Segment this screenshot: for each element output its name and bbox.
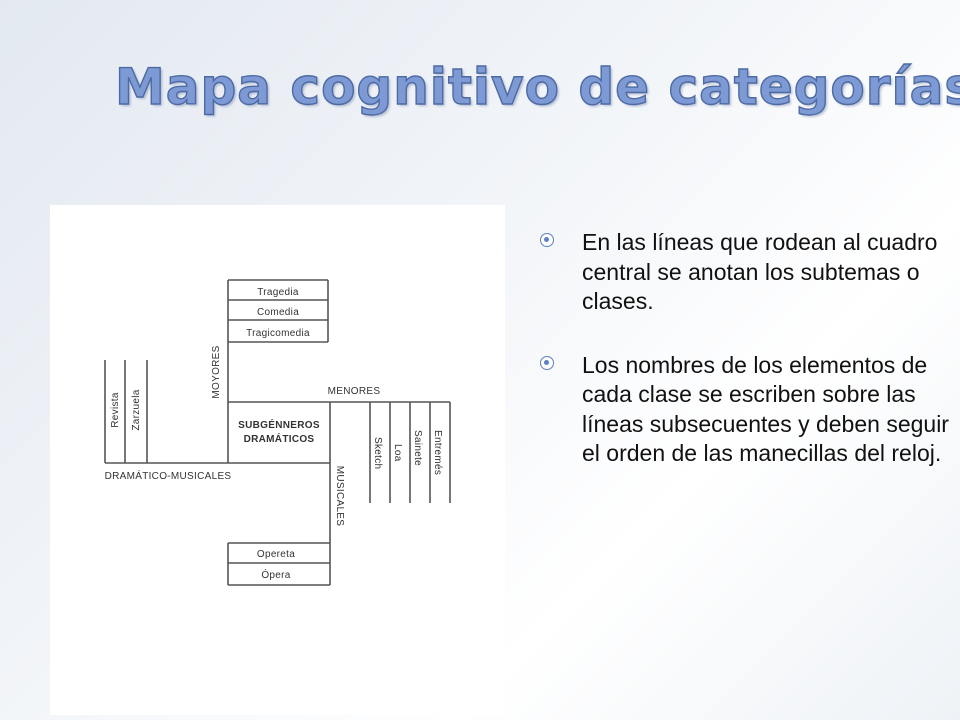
top-item-tragedia: Tragedia [257,287,299,298]
top-item-comedia: Comedia [257,307,299,318]
bottom-branch-lines [227,542,330,586]
circled-dot-icon [540,233,554,247]
category-map-diagram: SUBGÉNNEROS DRAMÁTICOS Tragedia Comedia … [50,205,505,715]
right-item-sainete: Sainete [412,430,423,466]
right-item-entremes: Entremés [432,430,443,475]
top-branch-lines [228,279,329,343]
center-box [227,280,331,585]
right-branch-lines [330,401,451,503]
bottom-category-label: MUSICALES [334,466,345,527]
left-branch-lines [104,360,228,464]
top-category-label: MOYORES [211,345,222,398]
bullet-item: Los nombres de los elementos de cada cla… [538,351,958,469]
center-label-line-2: DRAMÁTICOS [244,432,315,445]
bullet-text: En las líneas que rodean al cuadro centr… [582,229,938,314]
left-category-label: DRAMÁTICO-MUSICALES [105,469,232,482]
left-item-zarzuela: Zarzuela [131,389,142,430]
slide-title: Mapa cognitivo de categorías [114,57,960,116]
diagram-svg: SUBGÉNNEROS DRAMÁTICOS Tragedia Comedia … [104,279,451,586]
bullet-text: Los nombres de los elementos de cada cla… [582,351,949,467]
right-item-sketch: Sketch [372,437,383,469]
bullet-list: En las líneas que rodean al cuadro centr… [538,228,958,503]
bullet-item: En las líneas que rodean al cuadro centr… [538,228,958,317]
center-label-line-1: SUBGÉNNEROS [238,418,320,431]
circled-dot-icon [540,355,554,370]
right-category-label: MENORES [328,386,381,397]
right-item-loa: Loa [392,444,403,462]
bottom-item-opereta: Opereta [257,549,295,560]
bottom-item-opera: Ópera [261,568,290,581]
top-item-tragicomedia: Tragicomedia [246,328,310,339]
left-item-revista: Revista [110,392,121,428]
